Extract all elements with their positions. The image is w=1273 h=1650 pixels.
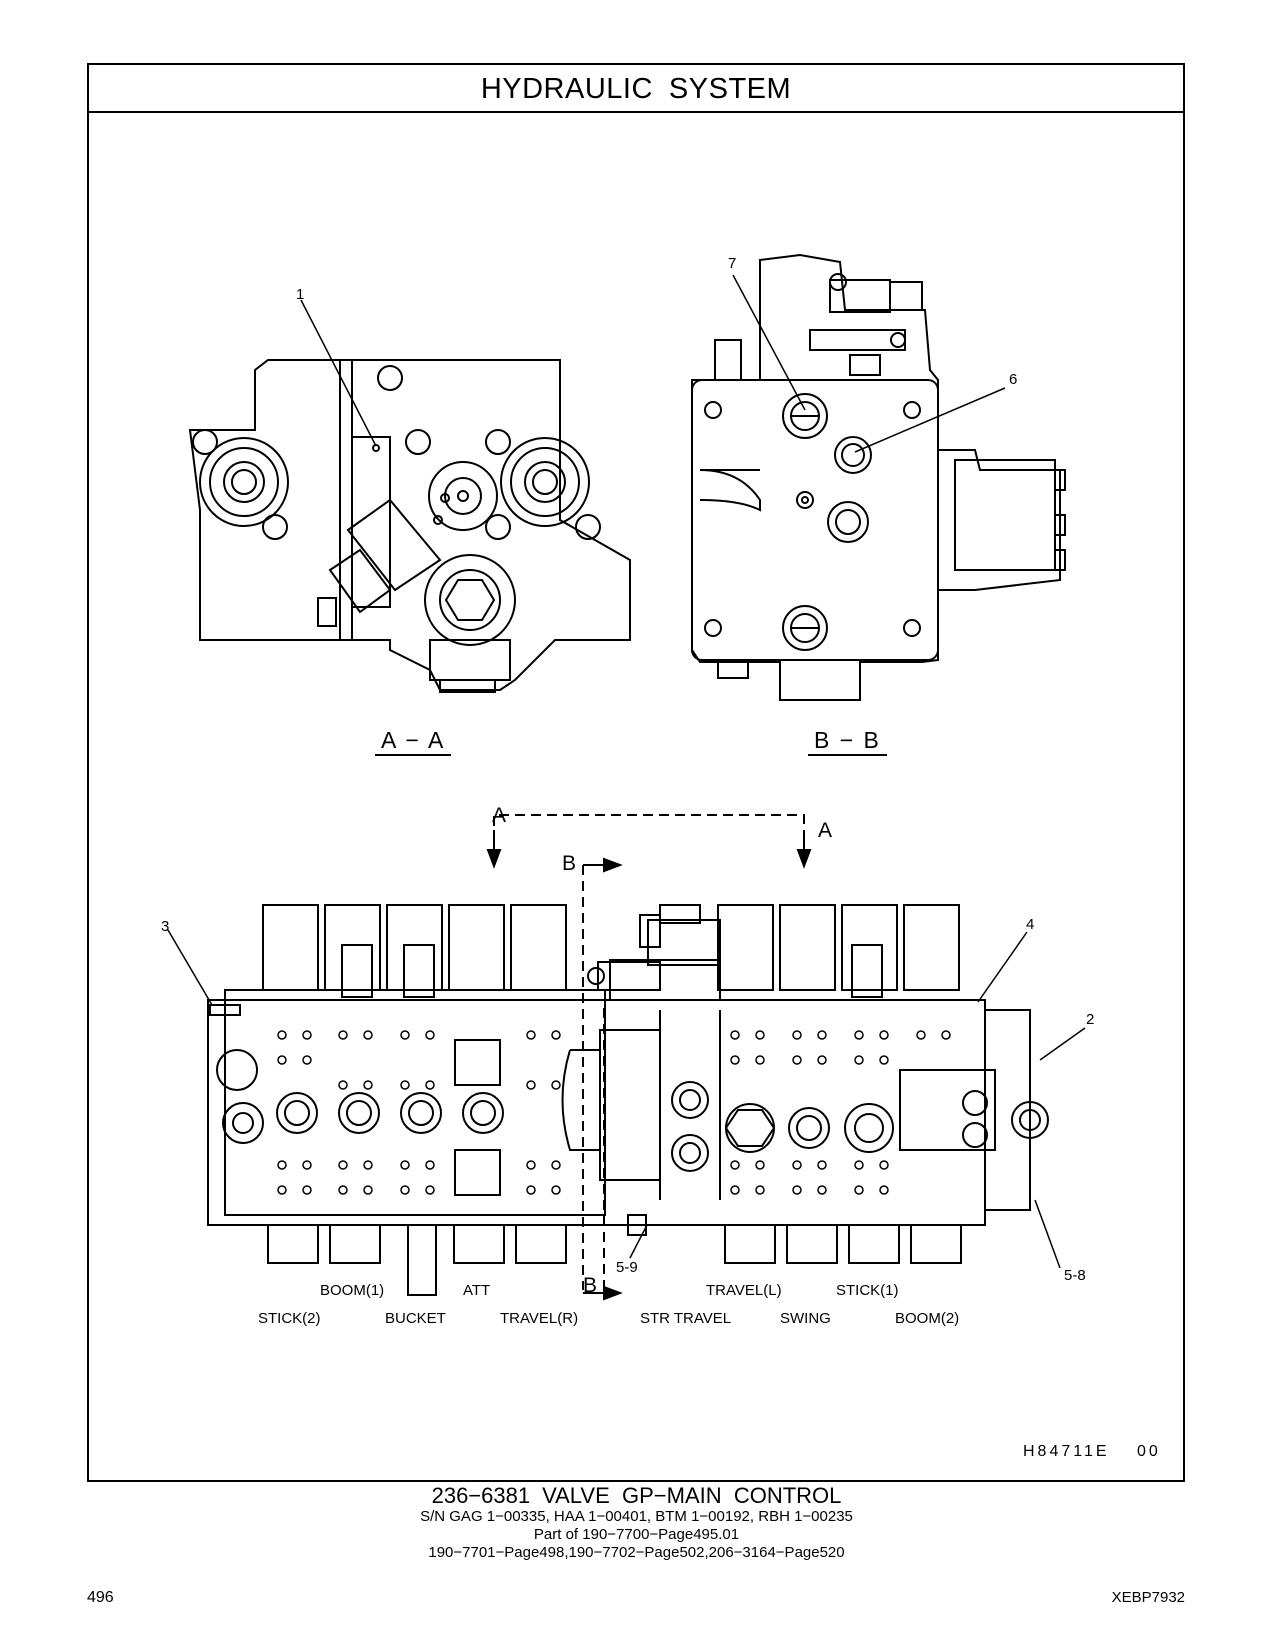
callout-5-9: 5-9 bbox=[616, 1259, 638, 1276]
callout-3: 3 bbox=[161, 918, 170, 935]
cut-label-a-right: A bbox=[818, 819, 833, 842]
spool-label-str-travel: STR TRAVEL bbox=[640, 1310, 732, 1327]
page-title: HYDRAULIC SYSTEM bbox=[89, 65, 1183, 113]
section-aa-drawing bbox=[188, 359, 631, 693]
callout-4: 4 bbox=[1026, 916, 1035, 933]
spool-label-boom1: BOOM(1) bbox=[320, 1282, 385, 1299]
cut-label-a-left: A bbox=[492, 804, 507, 827]
section-label-aa: A − A bbox=[375, 728, 452, 756]
illustration-rev: 00 bbox=[1137, 1443, 1161, 1460]
main-valve-body bbox=[207, 904, 1049, 1296]
title-word-2: SYSTEM bbox=[668, 73, 792, 105]
page-references: 190−7701−Page498,190−7702−Page502,206−31… bbox=[428, 1544, 845, 1561]
spool-label-travel-l: TRAVEL(L) bbox=[706, 1282, 782, 1299]
title-word-1: HYDRAULIC bbox=[480, 73, 653, 105]
spool-label-stick2: STICK(2) bbox=[258, 1310, 321, 1327]
part-number: 236−6381 bbox=[431, 1483, 531, 1508]
cut-label-b-bottom: B bbox=[583, 1274, 598, 1297]
bolt-heads-aa bbox=[192, 365, 601, 540]
leader-lines bbox=[167, 274, 1086, 1269]
spool-label-stick1: STICK(1) bbox=[836, 1282, 899, 1299]
serial-numbers: S/N GAG 1−00335, HAA 1−00401, BTM 1−0019… bbox=[420, 1508, 853, 1525]
document-id: XEBP7932 bbox=[1111, 1589, 1185, 1606]
section-bb-drawing bbox=[691, 253, 1066, 701]
illustration-code: H84711E bbox=[1023, 1443, 1110, 1460]
spool-label-att: ATT bbox=[463, 1282, 491, 1299]
spool-label-boom2: BOOM(2) bbox=[895, 1310, 960, 1327]
callout-7: 7 bbox=[728, 255, 737, 272]
spool-label-bucket: BUCKET bbox=[385, 1310, 446, 1327]
callout-1: 1 bbox=[296, 286, 305, 303]
spool-label-swing: SWING bbox=[780, 1310, 831, 1327]
page-number: 496 bbox=[87, 1589, 114, 1606]
callout-2: 2 bbox=[1086, 1011, 1095, 1028]
part-caption-title: 236−6381 VALVE GP−MAIN CONTROL bbox=[0, 1484, 1273, 1508]
spool-label-travel-r: TRAVEL(R) bbox=[500, 1310, 579, 1327]
callout-5-8: 5-8 bbox=[1064, 1267, 1086, 1284]
part-of-reference: Part of 190−7700−Page495.01 bbox=[533, 1526, 740, 1543]
cut-label-b-top: B bbox=[562, 852, 577, 875]
section-label-bb: B − B bbox=[808, 728, 887, 756]
callout-6: 6 bbox=[1009, 371, 1018, 388]
part-name: VALVE GP−MAIN CONTROL bbox=[542, 1483, 842, 1508]
section-cut-lines bbox=[486, 814, 812, 1301]
drawing-frame: HYDRAULIC SYSTEM bbox=[87, 63, 1185, 1482]
